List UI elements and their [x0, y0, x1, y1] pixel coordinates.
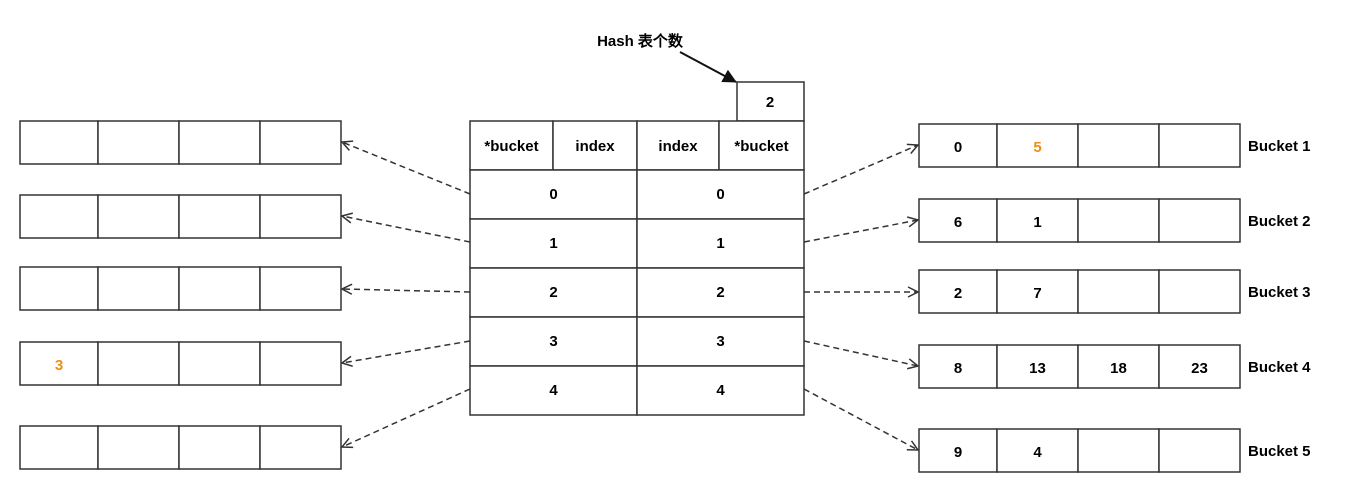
left-connector-arrow — [342, 142, 471, 195]
right-bucket: 2 7 Bucket 3 — [918, 269, 1311, 314]
table-header-label: *bucket — [484, 138, 538, 155]
right-bucket-cell: 0 — [954, 139, 962, 156]
table-header-label: index — [575, 138, 615, 155]
right-bucket-cell: 9 — [954, 444, 962, 461]
title-pointer-arrow — [679, 51, 737, 83]
row-index-left: 0 — [549, 186, 557, 203]
left-array: 3 — [19, 341, 342, 386]
table-header-cell: index — [552, 120, 638, 171]
bucket-label: Bucket 5 — [1248, 443, 1311, 460]
right-bucket-cell: 18 — [1110, 360, 1127, 377]
right-bucket: 0 5 Bucket 1 — [918, 123, 1311, 168]
row-index-right: 4 — [716, 382, 725, 399]
row-index-left: 3 — [549, 333, 557, 350]
hash-count-box: 2 — [736, 81, 805, 122]
left-bucket-arrays: 3 — [19, 120, 342, 470]
right-connector-arrow — [803, 220, 918, 243]
hash-count-title: Hash 表个数 — [597, 32, 684, 50]
left-array — [19, 425, 342, 470]
left-connector-arrow — [342, 216, 471, 243]
row-index-left: 4 — [549, 382, 558, 399]
left-array — [19, 194, 342, 239]
bucket-label: Bucket 4 — [1248, 359, 1311, 376]
left-array-cell: 3 — [55, 357, 63, 374]
row-index-right: 0 — [716, 186, 724, 203]
row-index-right: 1 — [716, 235, 724, 252]
right-bucket-cell: 7 — [1033, 285, 1041, 302]
right-connector-arrow — [803, 388, 918, 450]
left-array — [19, 266, 342, 311]
dashed-connectors — [342, 142, 918, 450]
row-index-left: 2 — [549, 284, 557, 301]
bucket-label: Bucket 3 — [1248, 284, 1311, 301]
right-bucket-cell: 8 — [954, 360, 962, 377]
right-bucket-cell: 5 — [1033, 139, 1041, 156]
right-bucket: 6 1 Bucket 2 — [918, 198, 1311, 243]
row-index-left: 1 — [549, 235, 557, 252]
table-header-cell: *bucket — [469, 120, 554, 171]
table-header-label: index — [658, 138, 698, 155]
right-connector-arrow — [803, 145, 918, 195]
right-connector-arrow — [803, 340, 918, 366]
right-bucket-cell: 6 — [954, 214, 962, 231]
right-bucket-cell: 1 — [1033, 214, 1041, 231]
right-bucket-cell: 23 — [1191, 360, 1208, 377]
bucket-label: Bucket 1 — [1248, 138, 1311, 155]
right-bucket-cell: 2 — [954, 285, 962, 302]
table-header-cell: *bucket — [718, 120, 805, 171]
table-header-label: *bucket — [734, 138, 788, 155]
hash-count-value: 2 — [766, 94, 774, 111]
left-connector-arrow — [342, 340, 471, 363]
right-bucket-cell: 13 — [1029, 360, 1046, 377]
left-connector-arrow — [342, 388, 471, 447]
left-array — [19, 120, 342, 165]
bucket-label: Bucket 2 — [1248, 213, 1311, 230]
table-header-cell: index — [636, 120, 720, 171]
left-connector-arrow — [342, 289, 471, 292]
right-bucket: 9 4 Bucket 5 — [918, 428, 1311, 473]
right-bucket: 8 13 18 23 Bucket 4 — [918, 344, 1311, 389]
right-bucket-cell: 4 — [1033, 444, 1042, 461]
row-index-right: 2 — [716, 284, 724, 301]
row-index-right: 3 — [716, 333, 724, 350]
